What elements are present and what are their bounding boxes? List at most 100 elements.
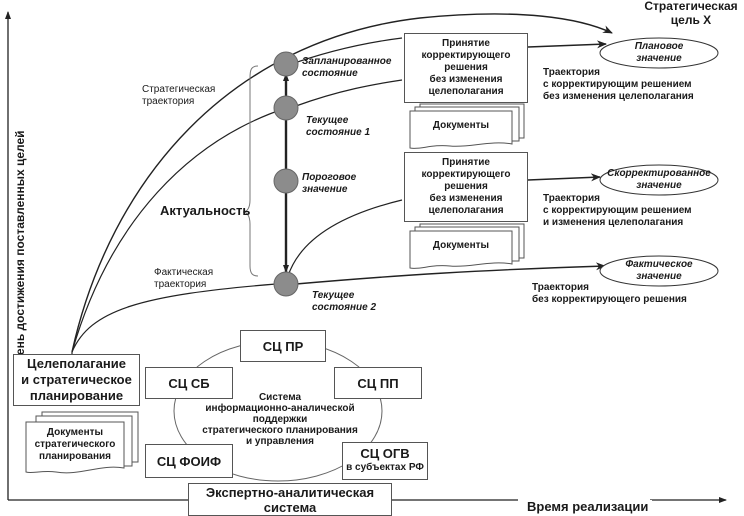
goal-setting-planning-box: Целеполагание и стратегическое планирова… xyxy=(13,354,140,406)
node-sc-foif: СЦ ФОИФ xyxy=(145,444,233,478)
label-line: значение xyxy=(636,179,682,191)
box-line: СЦ ОГВ xyxy=(360,446,410,461)
label-line: Запланированное xyxy=(302,56,392,67)
planning-documents-label: Документы стратегического планирования xyxy=(28,427,122,463)
current2-to-decision2 xyxy=(287,199,403,277)
label-line: Система xyxy=(258,392,302,403)
decision-box-2: Принятие корректирующего решения без изм… xyxy=(404,152,528,222)
label-line: значение xyxy=(636,52,682,64)
label-line: Фактическое xyxy=(625,259,693,270)
current-state-2-label: Текущее состояние 2 xyxy=(312,290,376,313)
decision1-to-planned-value xyxy=(527,40,607,49)
box-line: Принятие xyxy=(442,157,490,168)
decision2-to-corrected-value xyxy=(527,173,601,182)
node-sc-sb: СЦ СБ xyxy=(145,367,233,399)
documents-stack-1 xyxy=(409,103,525,149)
decision-box-1: Принятие корректирующего решения без изм… xyxy=(404,33,528,103)
corrected-trajectory-caption: Траектория с корректирующим решением и и… xyxy=(543,193,692,229)
label-line: значение xyxy=(636,270,682,282)
relevance-label: Актуальность xyxy=(160,203,251,218)
planned-value-text: Плановое значение xyxy=(600,41,718,64)
strategic-trajectory-label: Стратегическая траектория xyxy=(142,84,215,107)
documents-label-1: Документы xyxy=(432,120,490,131)
current1-to-decision1 xyxy=(295,79,403,107)
planned-to-decision1 xyxy=(285,37,403,67)
label-line: стратегического xyxy=(34,439,116,450)
goal-title: Стратегическая цель X xyxy=(636,0,744,28)
strategic-trajectory-curve xyxy=(71,13,613,353)
box-line: корректирующего xyxy=(421,169,511,180)
current-state-2-node xyxy=(273,271,299,297)
label-line: значение xyxy=(302,183,348,195)
actual-value-ellipse xyxy=(599,255,719,287)
label-line: Фактическая xyxy=(154,267,214,278)
label-line: траектория xyxy=(142,95,195,107)
label-line: планирования xyxy=(39,451,111,462)
actual-trajectory-caption: Траектория без корректирующего решения xyxy=(532,282,687,306)
label-line: Пороговое xyxy=(302,172,357,183)
trajectory-current1 xyxy=(71,107,287,353)
actual-trajectory-curve xyxy=(71,283,277,353)
planned-value-ellipse xyxy=(599,37,719,69)
box-line: Целеполагание xyxy=(27,356,126,371)
label-line: информационно-аналической xyxy=(205,403,355,414)
label-line: с корректирующим решением xyxy=(543,79,692,90)
label-line: Документы xyxy=(46,427,104,438)
label-line: с корректирующим решением xyxy=(543,205,692,216)
documents-stack-2 xyxy=(409,223,525,269)
planned-state-label: Запланированное состояние xyxy=(302,56,391,79)
x-axis-label: Время реализации xyxy=(523,499,653,515)
label-line: состояние xyxy=(302,67,358,79)
box-line: целеполагания xyxy=(428,205,504,216)
label-line: Стратегическая xyxy=(142,84,216,95)
expert-analytic-system-box: Экспертно-аналитическая система xyxy=(188,483,392,516)
label-line: поддержки xyxy=(252,414,308,425)
label-line: и изменения целеполагания xyxy=(543,217,684,228)
current-state-1-node xyxy=(273,95,299,121)
box-subline: в субъектах РФ xyxy=(346,462,424,473)
documents-label-2: Документы xyxy=(432,240,490,251)
corrected-value-ellipse xyxy=(599,164,719,196)
current2-to-actual-value xyxy=(295,262,606,285)
label-line: Текущее xyxy=(306,115,349,126)
box-line: и стратегическое xyxy=(21,372,132,387)
label-line: состояние 1 xyxy=(306,126,371,138)
system-center-text: Система информационно-аналической поддер… xyxy=(196,392,364,447)
box-line: без изменения xyxy=(429,193,503,204)
threshold-node xyxy=(273,168,299,194)
label-line: состояние 2 xyxy=(312,301,377,313)
label-line: без изменения целеполагания xyxy=(543,91,694,102)
label-line: стратегического планирования xyxy=(202,425,358,436)
goal-title-line2: цель X xyxy=(670,12,712,27)
label-line: Траектория xyxy=(543,67,600,78)
label-line: Траектория xyxy=(543,193,600,204)
actual-value-text: Фактическое значение xyxy=(600,259,718,282)
label-line: Скорректированное xyxy=(607,168,711,179)
goal-title-line1: Стратегическая xyxy=(644,0,738,13)
box-line: корректирующего xyxy=(421,50,511,61)
label-line: без корректирующего решения xyxy=(532,294,687,305)
node-sc-pr: СЦ ПР xyxy=(240,330,326,362)
threshold-label: Пороговое значение xyxy=(302,172,356,195)
planned-state-node xyxy=(273,51,299,77)
corrected-value-text: Скорректированное значение xyxy=(600,168,718,191)
relevance-brace xyxy=(242,65,259,277)
box-line: решения xyxy=(444,62,488,73)
box-line: целеполагания xyxy=(428,86,504,97)
node-sc-pp: СЦ ПП xyxy=(334,367,422,399)
label-line: траектория xyxy=(154,278,207,290)
box-line: без изменения xyxy=(429,74,503,85)
label-line: и управления xyxy=(245,436,315,447)
label-line: Траектория xyxy=(532,282,589,293)
box-line: Принятие xyxy=(442,38,490,49)
planned-trajectory-caption: Траектория с корректирующим решением без… xyxy=(543,67,694,103)
node-sc-ogv: СЦ ОГВ в субъектах РФ xyxy=(342,442,428,480)
box-line: система xyxy=(263,499,317,515)
actual-trajectory-label: Фактическая траектория xyxy=(154,267,213,290)
box-line: Экспертно-аналитическая xyxy=(205,484,375,500)
planning-documents-stack xyxy=(25,411,139,474)
box-line: решения xyxy=(444,181,488,192)
label-line: Плановое xyxy=(634,41,684,52)
current-state-1-label: Текущее состояние 1 xyxy=(306,115,370,138)
